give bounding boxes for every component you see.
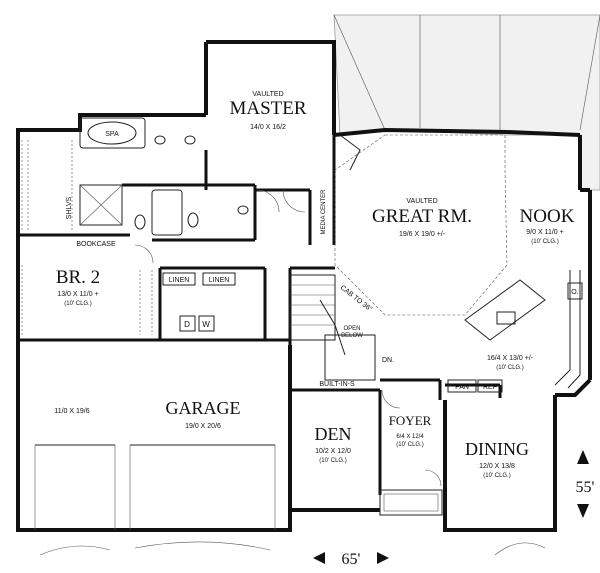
door-swings <box>134 189 442 487</box>
oven-label: O. <box>571 289 578 296</box>
master-dims: 14/0 X 16/2 <box>250 124 286 131</box>
width-right-arrow-icon <box>377 552 389 564</box>
garage-doors <box>34 444 276 530</box>
foyer-name: FOYER <box>389 413 432 428</box>
cab-label: CAB TO 36" <box>339 284 374 313</box>
media-center-label: MEDIA CENTER <box>321 189 327 235</box>
closet-rails <box>21 140 153 335</box>
depth-down-arrow-icon <box>577 504 589 518</box>
nook-clg: (10' CLG.) <box>531 239 559 245</box>
interior-walls <box>18 135 502 495</box>
washer-label: W <box>202 320 210 329</box>
exterior-walls <box>16 40 592 532</box>
depth-dimension-label: 55' <box>576 479 595 496</box>
den-dims: 10/2 X 12/0 <box>315 448 351 455</box>
br2-name: BR. 2 <box>56 267 100 288</box>
linen-label-2: LINEN <box>209 277 230 284</box>
staircase <box>289 274 376 381</box>
rear-deck <box>333 14 600 191</box>
width-dimension-label: 65' <box>342 551 361 568</box>
great-room-ceiling-outline <box>334 134 508 316</box>
built-ins-label: BUILT-IN-S <box>319 381 355 388</box>
br2-clg: (10' CLG.) <box>64 301 92 307</box>
br2-dims: 13/0 X 11/0 + <box>57 291 98 298</box>
refrigerator-label: REF <box>483 384 497 391</box>
depth-up-arrow-icon <box>577 450 589 464</box>
open-label: OPEN <box>343 326 360 332</box>
dryer-label: D <box>184 320 190 329</box>
dining-name: DINING <box>465 439 529 459</box>
garage-bay-dims: 11/0 X 19/6 <box>54 408 89 415</box>
garage-name: GARAGE <box>166 398 241 418</box>
master-name: MASTER <box>229 98 306 119</box>
shelves-label: SHLVS <box>66 196 73 219</box>
foyer-dims: 6/4 X 12/4 <box>396 434 424 440</box>
den-name: DEN <box>315 424 352 444</box>
nook-dims: 9/0 X 11/0 + <box>526 229 563 236</box>
master-bay-outline <box>339 134 361 171</box>
driveway-curves <box>39 541 546 556</box>
width-left-arrow-icon <box>313 552 325 564</box>
den-clg: (10' CLG.) <box>319 458 347 464</box>
front-steps <box>379 489 443 516</box>
kitchen-dims: 16/4 X 13/0 +/- <box>487 355 534 362</box>
kitchen-island <box>464 279 546 341</box>
great-room-tag: VAULTED <box>406 198 437 205</box>
garage-dims: 19/0 X 20/6 <box>185 423 221 430</box>
pantry-label: PAN <box>455 384 469 391</box>
great-room-dims: 19/6 X 19/0 +/- <box>399 231 446 238</box>
dining-clg: (10' CLG.) <box>483 473 511 479</box>
foyer-clg: (10' CLG.) <box>396 442 424 448</box>
toilets <box>134 212 199 230</box>
vanity-sinks <box>154 135 249 215</box>
spa-label: SPA <box>105 131 119 138</box>
kitchen-clg: (10' CLG.) <box>496 365 524 371</box>
great-room-name: GREAT RM. <box>372 206 472 227</box>
room-labels: VAULTED MASTER 14/0 X 16/2 VAULTED GREAT… <box>54 91 574 479</box>
bookcase-label: BOOKCASE <box>76 241 116 248</box>
shower <box>79 184 123 226</box>
below-label: BELOW <box>341 333 363 339</box>
master-tag: VAULTED <box>252 91 283 98</box>
down-label: DN. <box>382 357 394 364</box>
depth-dimension: 55' <box>576 450 595 518</box>
linen-label-1: LINEN <box>169 277 190 284</box>
bath-tub <box>151 189 183 236</box>
kitchen-counter <box>554 270 581 389</box>
spa-tub: SPA <box>79 117 146 149</box>
dining-dims: 12/0 X 13/8 <box>479 463 515 470</box>
width-dimension: 65' <box>313 551 389 568</box>
nook-name: NOOK <box>520 206 575 227</box>
